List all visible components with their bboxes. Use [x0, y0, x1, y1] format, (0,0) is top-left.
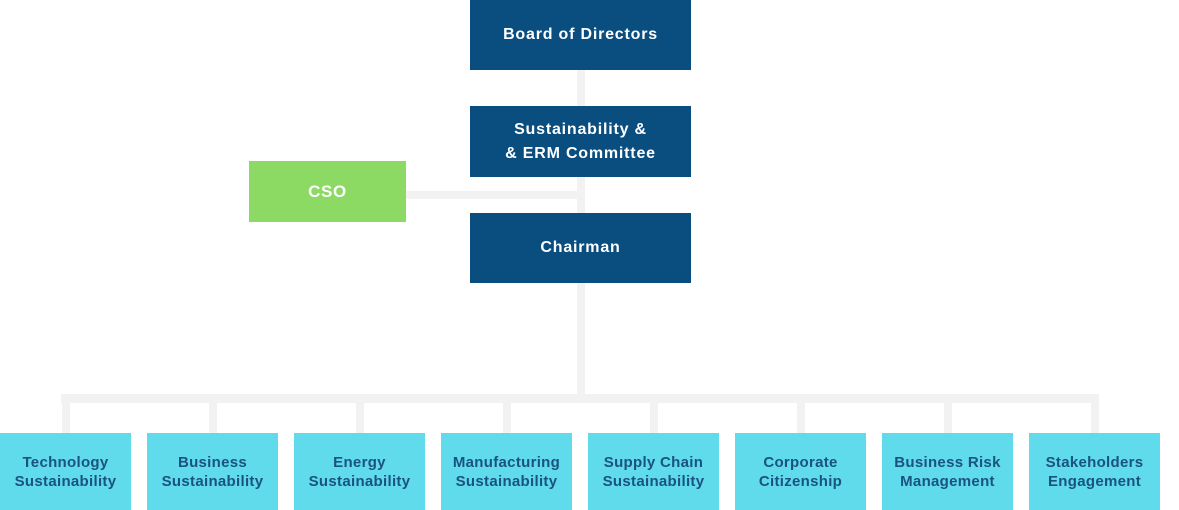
connector-drop: [943, 394, 952, 433]
sustainability-erm-committee-node: Sustainability & & ERM Committee: [470, 106, 691, 177]
chairman-node: Chairman: [470, 213, 691, 283]
department-label: Corporate Citizenship: [758, 453, 843, 490]
cso-label: CSO: [308, 181, 347, 201]
connector-board-to-committee: [577, 70, 585, 107]
department-label: Stakeholders Engagement: [1045, 453, 1144, 490]
board-of-directors-label: Board of Directors: [503, 26, 658, 43]
connector-drop: [649, 394, 658, 433]
sustainability-erm-committee-label: Sustainability & & ERM Committee: [505, 120, 656, 162]
department-label: Technology Sustainability: [14, 453, 117, 490]
department-node-stakeholders-engagement: Stakeholders Engagement: [1029, 394, 1160, 510]
connector-drop: [61, 394, 70, 433]
department-node-corporate-citizenship: Corporate Citizenship: [735, 394, 866, 510]
department-label: Business Sustainability: [161, 453, 264, 490]
chairman-label: Chairman: [540, 239, 621, 256]
department-label: Business Risk Management: [894, 453, 1001, 490]
department-label: Energy Sustainability: [308, 453, 411, 490]
connector-drop: [502, 394, 511, 433]
department-node-business-risk-management: Business Risk Management: [882, 394, 1013, 510]
connector-drop: [796, 394, 805, 433]
department-node-supply-chain-sustainability: Supply Chain Sustainability: [588, 394, 719, 510]
connector-drop: [1090, 394, 1099, 433]
connector-cso-link: [406, 191, 585, 199]
connector-drop: [355, 394, 364, 433]
department-node-technology-sustainability: Technology Sustainability: [0, 394, 131, 510]
connector-departments-rail: [61, 394, 1099, 403]
department-node-manufacturing-sustainability: Manufacturing Sustainability: [441, 394, 572, 510]
connector-drop: [208, 394, 217, 433]
department-label: Manufacturing Sustainability: [452, 453, 561, 490]
connector-chairman-to-rail: [577, 283, 585, 403]
board-of-directors-node: Board of Directors: [470, 0, 691, 70]
department-node-energy-sustainability: Energy Sustainability: [294, 394, 425, 510]
cso-node: CSO: [249, 161, 406, 222]
department-label: Supply Chain Sustainability: [602, 453, 705, 490]
department-node-business-sustainability: Business Sustainability: [147, 394, 278, 510]
